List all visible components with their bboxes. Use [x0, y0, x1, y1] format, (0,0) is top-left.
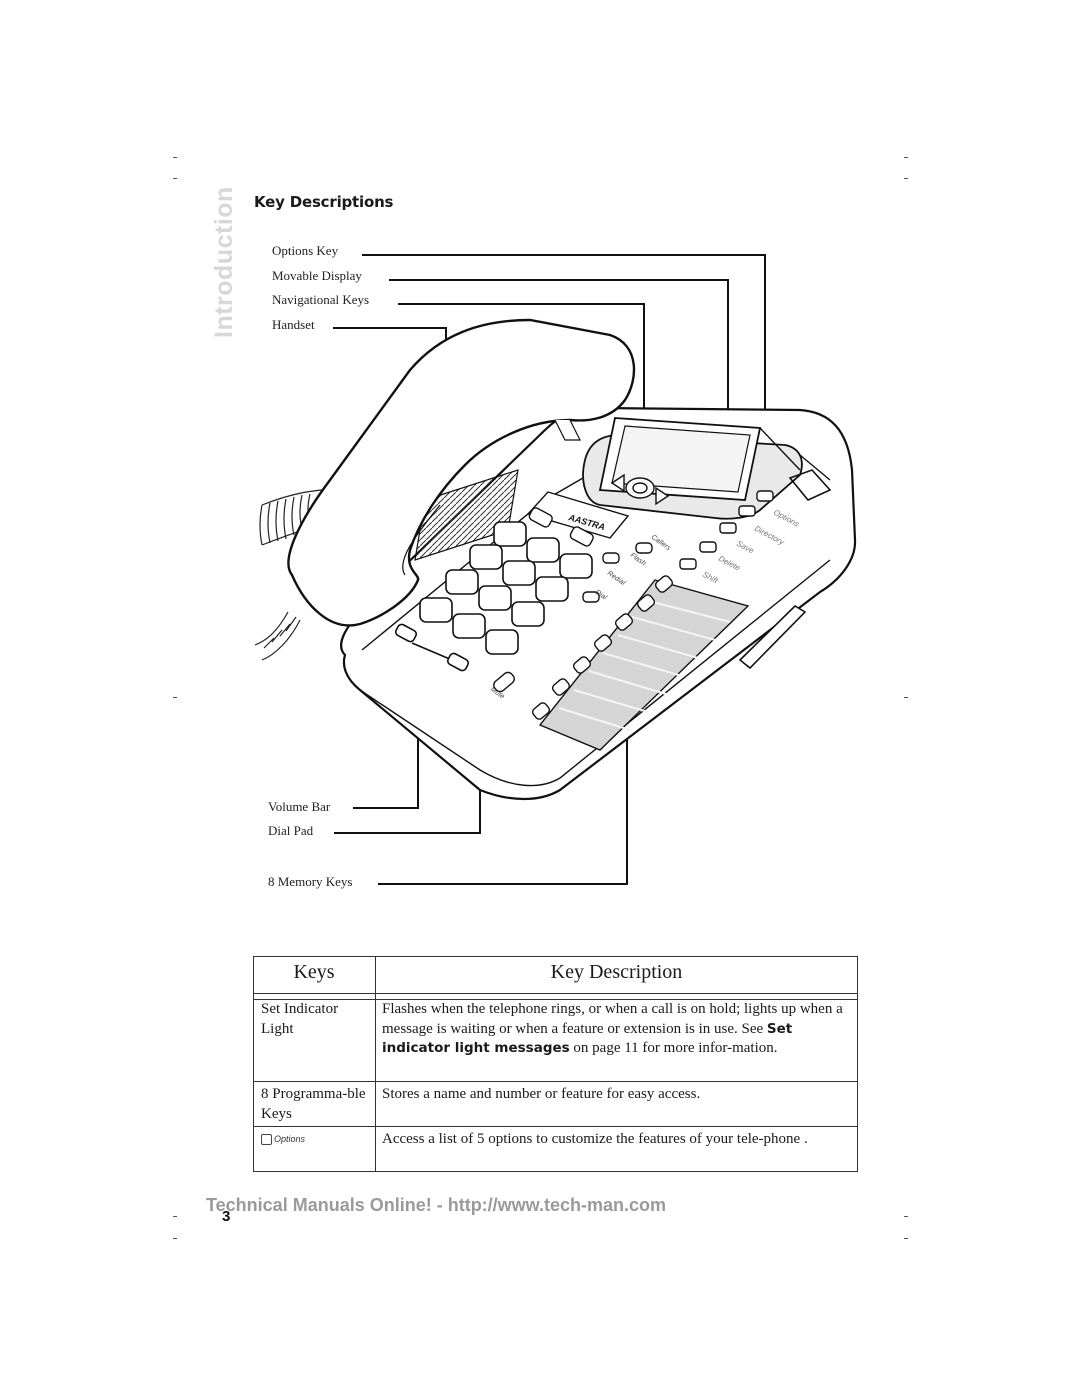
- handset: [287, 318, 636, 627]
- key-name: Options: [261, 1130, 369, 1152]
- column-header-keys: Keys: [293, 961, 335, 983]
- row-divider: [254, 1081, 857, 1082]
- callout-volume-bar: Volume Bar: [268, 799, 331, 814]
- table-header: Keys Key Description: [254, 957, 857, 994]
- cradle: [788, 469, 832, 501]
- navigation-keys: [610, 473, 670, 506]
- dial-pad-keys: [419, 521, 593, 655]
- memory-keys: [531, 575, 674, 720]
- phone-stand: [738, 604, 807, 670]
- page-heading: Key Descriptions: [254, 193, 394, 211]
- crop-mark: [173, 1216, 177, 1217]
- callout-dial-pad: Dial Pad: [268, 823, 314, 838]
- footer-watermark: Technical Manuals Online! - http://www.t…: [206, 1195, 667, 1215]
- callout-memory-keys: 8 Memory Keys: [268, 874, 353, 889]
- crop-mark: [173, 178, 177, 179]
- column-divider: [375, 957, 376, 1171]
- callout-navigational-keys: Navigational Keys: [272, 292, 370, 307]
- key-description: Flashes when the telephone rings, or whe…: [382, 1001, 843, 1056]
- crop-mark: [904, 1238, 908, 1239]
- key-description: Access a list of 5 options to customize …: [382, 1131, 808, 1147]
- row-divider: [254, 1126, 857, 1127]
- leader-movable-display: [389, 279, 729, 435]
- crop-mark: [904, 1216, 908, 1217]
- crop-mark: [173, 697, 177, 698]
- line-keys: [528, 507, 594, 547]
- callout-handset: Handset: [272, 317, 315, 332]
- key-description-table: Keys Key Description Set Indicator Light…: [253, 956, 858, 1172]
- crop-mark: [173, 157, 177, 158]
- leader-memory-keys: [378, 730, 628, 885]
- crop-mark: [904, 157, 908, 158]
- options-key-icon: Options: [261, 1130, 305, 1150]
- feature-keys: [679, 490, 774, 570]
- crop-mark: [904, 178, 908, 179]
- callout-options-key: Options Key: [272, 243, 339, 258]
- function-keys: [493, 542, 653, 693]
- key-description: Stores a name and number or feature for …: [382, 1086, 701, 1102]
- page-number: 3: [222, 1208, 231, 1225]
- crop-mark: [904, 697, 908, 698]
- column-header-description: Key Description: [550, 961, 683, 983]
- table-header-rule: [254, 999, 857, 1000]
- key-name: 8 Programma-ble Keys: [261, 1086, 366, 1122]
- crop-mark: [173, 1238, 177, 1239]
- volume-bar: [394, 623, 470, 672]
- key-name: Set Indicator Light: [261, 1001, 339, 1037]
- callout-movable-display: Movable Display: [272, 268, 362, 283]
- memory-key-card: [538, 579, 750, 751]
